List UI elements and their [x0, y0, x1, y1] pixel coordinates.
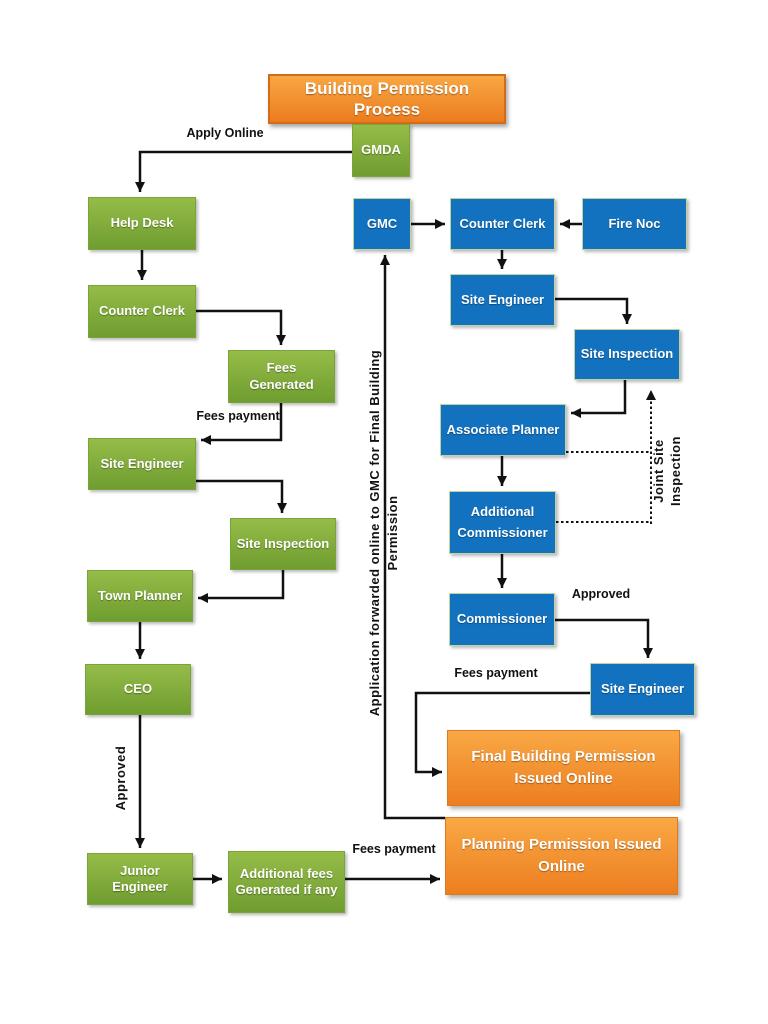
- label-joint-site-line2: Inspection: [668, 436, 683, 507]
- node-site-engineer-left: Site Engineer: [88, 438, 196, 490]
- edge-siteengineer-siteinspection-right: [555, 297, 632, 324]
- label-application-forwarded: Application forwarded online to GMC for …: [366, 248, 402, 818]
- node-counter-clerk-left: Counter Clerk: [88, 285, 196, 338]
- node-site-engineer-right-top: Site Engineer: [450, 274, 555, 326]
- node-town-planner: Town Planner: [87, 570, 193, 622]
- node-fees-generated: Fees Generated: [228, 350, 335, 403]
- label-apply-online: Apply Online: [186, 126, 264, 140]
- node-associate-planner: Associate Planner: [440, 404, 566, 456]
- label-approved-right: Approved: [571, 587, 631, 601]
- node-commissioner: Commissioner: [449, 593, 555, 646]
- node-gmc: GMC: [353, 198, 411, 250]
- edge-feesgenerated-siteengineer: [201, 403, 283, 445]
- label-fees-payment-bottom: Fees payment: [352, 842, 436, 856]
- node-counter-clerk-right: Counter Clerk: [450, 198, 555, 250]
- node-help-desk: Help Desk: [88, 197, 196, 250]
- edge-planning-gmc: [380, 255, 445, 820]
- edge-siteengineer-finalbuilding: [414, 691, 590, 777]
- edge-siteinspection-associateplanner: [571, 380, 627, 418]
- edge-counterclerk-feesgenerated: [196, 309, 286, 345]
- label-joint-site-inspection: Joint Site Inspection: [650, 413, 684, 529]
- node-fire-noc: Fire Noc: [582, 198, 687, 250]
- node-final-building-permission: Final Building Permission Issued Online: [447, 730, 680, 806]
- node-planning-permission: Planning Permission Issued Online: [445, 817, 678, 895]
- node-ceo: CEO: [85, 664, 191, 715]
- label-fees-payment-right: Fees payment: [454, 666, 538, 680]
- label-joint-site-line1: Joint Site: [651, 439, 666, 503]
- node-gmda: GMDA: [352, 124, 410, 177]
- node-site-inspection-left: Site Inspection: [230, 518, 336, 570]
- node-additional-commissioner: Additional Commissioner: [449, 491, 556, 554]
- label-fees-payment-top: Fees payment: [196, 409, 280, 423]
- node-site-inspection-right: Site Inspection: [574, 329, 680, 380]
- label-application-forwarded-line2: Permission: [385, 495, 400, 571]
- node-junior-engineer: Junior Engineer: [87, 853, 193, 905]
- node-additional-fees: Additional fees Generated if any: [228, 851, 345, 913]
- node-title: Building Permission Process: [268, 74, 506, 124]
- label-application-forwarded-line1: Application forwarded online to GMC for …: [367, 349, 382, 717]
- edge-siteengineer-siteinspection: [196, 479, 287, 513]
- edge-commissioner-siteengineer: [555, 618, 653, 658]
- edge-gmda-helpdesk: [135, 150, 352, 192]
- label-approved-left: Approved: [113, 745, 128, 811]
- node-site-engineer-right-bottom: Site Engineer: [590, 663, 695, 716]
- edge-siteinspection-townplanner: [198, 570, 285, 603]
